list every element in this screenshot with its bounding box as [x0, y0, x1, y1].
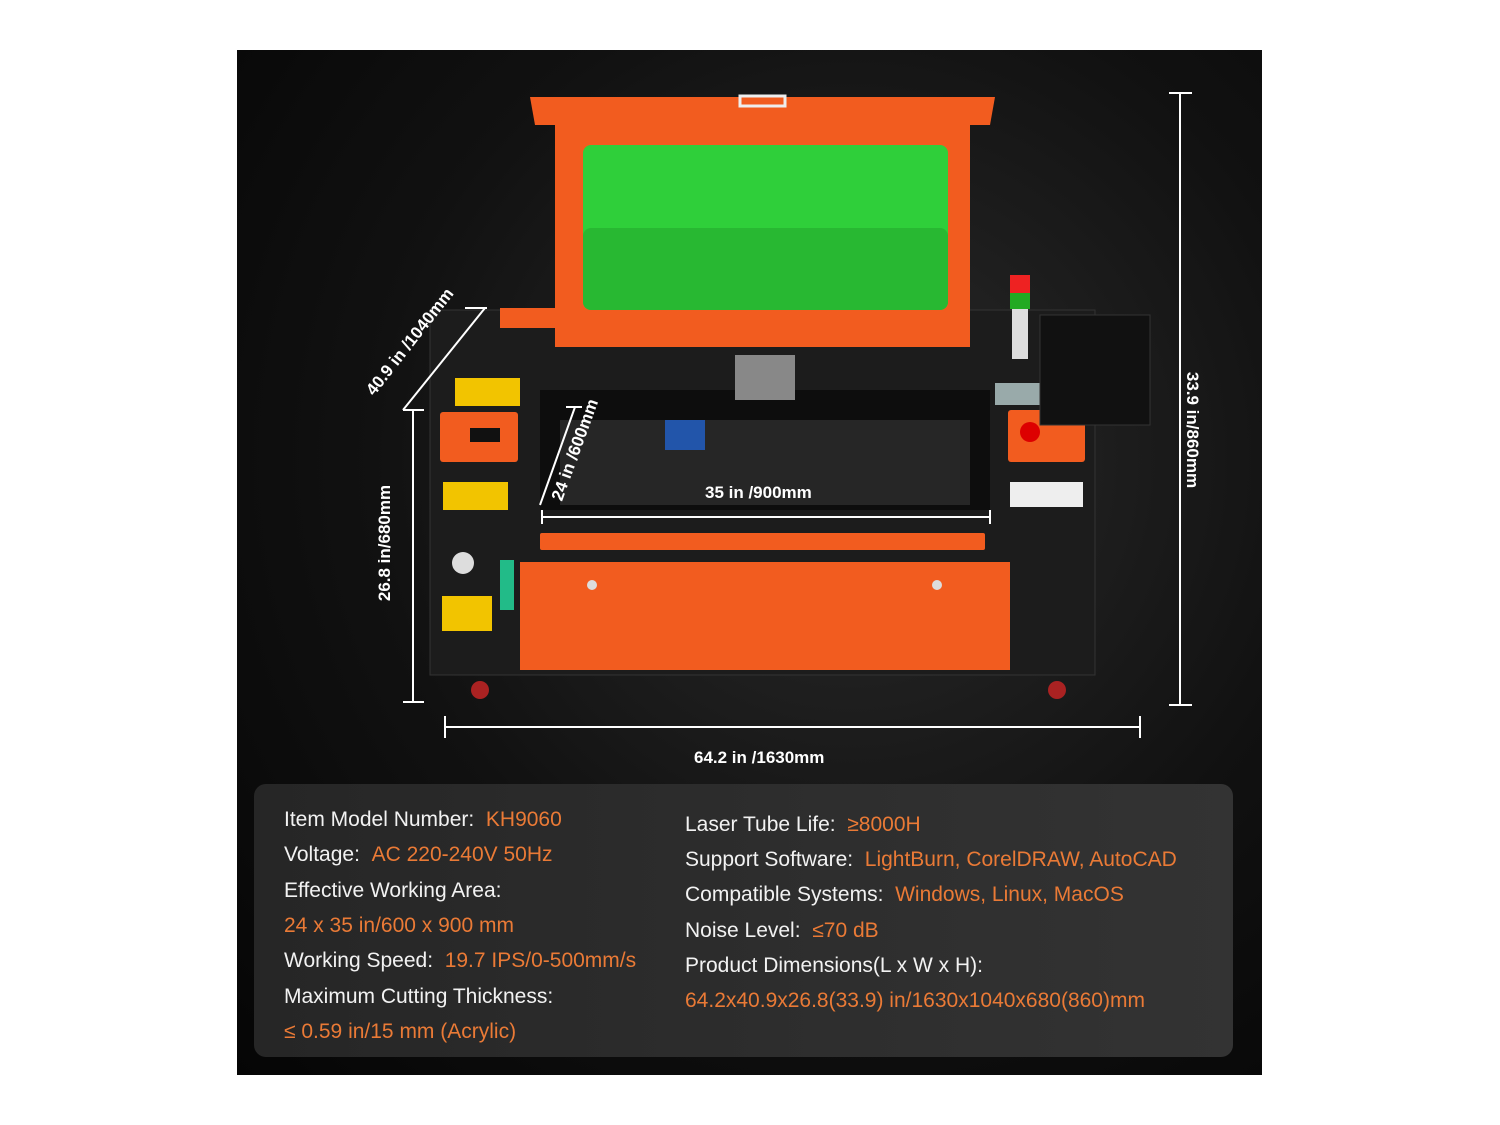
spec-label: Support Software: — [685, 848, 854, 872]
spec-row: Working Speed: 19.7 IPS/0-500mm/s — [284, 949, 636, 973]
spec-value: LightBurn, CorelDRAW, AutoCAD — [864, 848, 1177, 872]
spec-row: Product Dimensions(L x W x H): — [685, 954, 983, 978]
dimension-label-total-width: 64.2 in /1630mm — [694, 748, 825, 767]
spec-row: Support Software: LightBurn, CorelDRAW, … — [685, 848, 1177, 872]
spec-label: Maximum Cutting Thickness: — [284, 984, 554, 1008]
spec-label: Item Model Number: — [284, 808, 475, 831]
spec-label: Effective Working Area: — [284, 878, 502, 902]
spec-label: Working Speed: — [284, 949, 434, 973]
spec-value: ≤70 dB — [812, 918, 879, 942]
spec-row: 24 x 35 in/600 x 900 mm — [284, 914, 514, 938]
spec-row: 64.2x40.9x26.8(33.9) in/1630x1040x680(86… — [685, 989, 1145, 1013]
spec-value: ≤ 0.59 in/15 mm (Acrylic) — [284, 1019, 517, 1043]
spec-row: Maximum Cutting Thickness: — [284, 985, 553, 1009]
spec-value: 19.7 IPS/0-500mm/s — [444, 949, 637, 973]
machine-lid — [530, 94, 995, 347]
spec-row: ≤ 0.59 in/15 mm (Acrylic) — [284, 1020, 516, 1044]
specifications-panel — [254, 784, 1233, 1057]
spec-row: Item Model Number: KH9060 — [284, 808, 562, 832]
spec-value: ≥8000H — [847, 813, 921, 836]
spec-value: Windows, Linux, MacOS — [895, 883, 1124, 907]
dimension-label-total-height: 33.9 in/860mm — [1183, 371, 1203, 489]
spec-label: Compatible Systems: — [685, 883, 884, 907]
dimension-label-body-height: 26.8 in/680mm — [375, 484, 395, 602]
spec-label: Product Dimensions(L x W x H): — [685, 953, 983, 977]
spec-value: 64.2x40.9x26.8(33.9) in/1630x1040x680(86… — [685, 989, 1145, 1012]
spec-row: Compatible Systems: Windows, Linux, MacO… — [685, 883, 1124, 907]
spec-row: Effective Working Area: — [284, 879, 502, 903]
spec-label: Laser Tube Life: — [685, 813, 836, 836]
spec-row: Noise Level: ≤70 dB — [685, 919, 879, 943]
spec-value: KH9060 — [485, 808, 562, 831]
machine-body — [429, 275, 1151, 699]
spec-label: Noise Level: — [685, 918, 801, 942]
spec-value: 24 x 35 in/600 x 900 mm — [284, 913, 514, 937]
spec-row: Voltage: AC 220-240V 50Hz — [284, 843, 553, 867]
dimension-lines — [402, 92, 1192, 738]
spec-label: Voltage: — [284, 843, 360, 867]
dimension-label-work-width: 35 in /900mm — [705, 483, 812, 502]
spec-value: AC 220-240V 50Hz — [371, 843, 553, 867]
spec-row: Laser Tube Life: ≥8000H — [685, 813, 921, 837]
